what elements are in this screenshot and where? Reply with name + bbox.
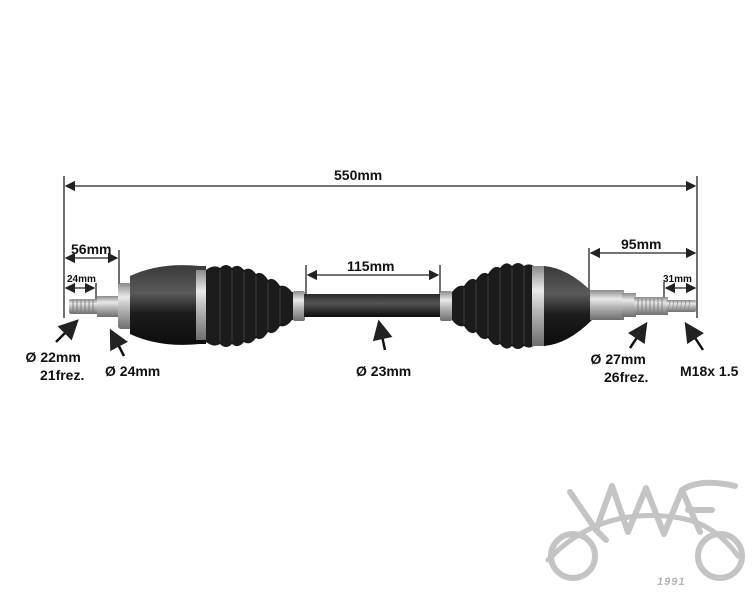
shaft-diameter-text: Ø 23mm [356, 363, 412, 379]
right-spline-stub [634, 297, 668, 315]
left-cv-housing [130, 265, 206, 345]
right-seal-ring [590, 290, 624, 320]
right-spline-diameter-text: Ø 27mm [590, 351, 646, 367]
arrow-shaft [372, 319, 393, 351]
right-cv-housing [544, 266, 592, 346]
cv-axle [69, 263, 696, 349]
right-spline-callout: Ø 27mm 26frez. [588, 350, 649, 386]
left-seal-ring [118, 283, 132, 329]
right-thread-text: M18x 1.5 [680, 363, 739, 379]
logo-year: 1991 [657, 576, 686, 588]
left-boot [206, 265, 298, 347]
right-spline-teeth-text: 26frez. [604, 369, 649, 385]
overall-length-label: 550mm [334, 167, 383, 183]
left-spline-teeth-text: 21frez. [40, 367, 85, 383]
shaft [304, 294, 442, 317]
arrow-right-thread [684, 321, 705, 351]
right-joint-length-label: 95mm [621, 236, 662, 252]
arrow-left-seal [109, 328, 128, 357]
left-spline-length-label: 24mm [67, 274, 96, 285]
logo-lettering [567, 479, 738, 543]
arrow-right-spline [627, 321, 648, 349]
left-spline-callout: Ø 22mm 21frez. [22, 348, 85, 384]
left-spline-stub [69, 299, 99, 314]
arrow-left-spline [55, 319, 79, 343]
shaft-length-label: 115mm [347, 258, 395, 274]
right-spline-length-label: 31mm [663, 274, 692, 285]
brand-logo [545, 479, 745, 581]
right-boot [452, 263, 536, 349]
callout-arrows [55, 319, 705, 357]
left-seal-diameter-text: Ø 24mm [105, 363, 161, 379]
left-spline-diameter-text: Ø 22mm [25, 349, 81, 365]
left-joint-length-label: 56mm [71, 241, 112, 257]
dimension-lines [63, 176, 698, 318]
